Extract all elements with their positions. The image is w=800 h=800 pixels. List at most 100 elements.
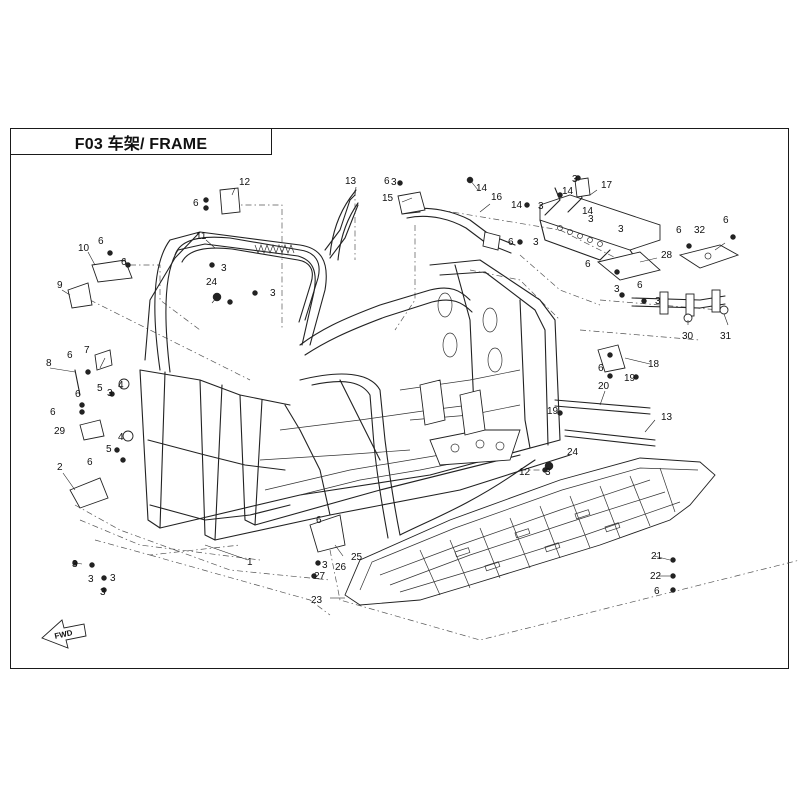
callout-26: 26: [335, 562, 347, 573]
callout-6: 6: [654, 586, 660, 597]
callout-8: 8: [46, 358, 52, 369]
callout-3: 3: [614, 284, 620, 295]
bracket-10: [91, 259, 133, 283]
callout-6: 6: [87, 457, 93, 468]
callout-24: 24: [567, 447, 579, 458]
callout-6: 6: [121, 257, 127, 268]
bracket-9: [67, 282, 93, 309]
callout-5: 5: [106, 444, 112, 455]
rear-lower-bars: [554, 399, 656, 447]
callout-28: 28: [661, 250, 673, 261]
callout-17: 17: [601, 180, 613, 191]
fwd-arrow: FWD: [41, 619, 87, 649]
callout-3: 3: [655, 296, 661, 307]
bracket-25: [309, 514, 346, 553]
callout-3: 3: [270, 288, 276, 299]
skid-plate-ribs: [379, 467, 681, 596]
callout-3: 3: [72, 559, 78, 570]
callout-15: 15: [382, 193, 394, 204]
callout-10: 10: [78, 243, 90, 254]
callout-3: 3: [572, 174, 578, 185]
bracket-18: [597, 344, 626, 373]
roll-bar-11: [174, 236, 320, 323]
callout-18: 18: [648, 359, 660, 370]
callout-19: 19: [624, 373, 636, 384]
fwd-label: FWD: [54, 628, 74, 641]
skid-plate-slots: [454, 509, 621, 572]
small-brackets: [67, 177, 591, 553]
callout-6: 6: [585, 259, 591, 270]
callout-1: 1: [247, 557, 253, 568]
callout-4: 4: [118, 432, 124, 443]
callout-3: 3: [100, 587, 106, 598]
callout-3: 3: [322, 560, 328, 571]
callout-6: 6: [67, 350, 73, 361]
cargo-bracket-17: [539, 184, 661, 266]
callout-3: 3: [538, 201, 544, 212]
callout-3: 3: [618, 224, 624, 235]
diagram-title: F03 车架/ FRAME: [74, 135, 208, 153]
callout-6: 6: [75, 389, 81, 400]
bracket-7: [94, 349, 113, 371]
callout-27: 27: [314, 571, 326, 582]
callout-5: 5: [97, 383, 103, 394]
callout-16: 16: [491, 192, 503, 203]
callout-3: 3: [545, 467, 551, 478]
callout-19: 19: [547, 406, 559, 417]
rubber-caps: [118, 378, 134, 442]
callout-6: 6: [598, 363, 604, 374]
callout-3: 3: [533, 237, 539, 248]
callout-21: 21: [651, 551, 663, 562]
callout-6: 6: [508, 237, 514, 248]
bracket-2: [69, 477, 109, 509]
callout-6: 6: [637, 280, 643, 291]
callout-4: 4: [118, 380, 124, 391]
callout-24: 24: [206, 277, 218, 288]
rear-cross-bar: [631, 289, 729, 323]
callout-14: 14: [582, 206, 594, 217]
callout-32: 32: [694, 225, 706, 236]
bracket-32: [678, 244, 740, 269]
callout-6: 6: [98, 236, 104, 247]
bracket-29: [79, 419, 105, 441]
callout-6: 6: [384, 176, 390, 187]
callout-11: 11: [196, 231, 207, 242]
callout-3: 3: [107, 388, 113, 399]
callout-7: 7: [84, 345, 90, 356]
callout-29: 29: [54, 426, 66, 437]
leader-lines: [49, 179, 729, 599]
callout-2: 2: [57, 462, 63, 473]
fasteners: [72, 175, 736, 593]
callout-12: 12: [239, 177, 251, 188]
callout-14: 14: [476, 183, 488, 194]
callout-6: 6: [193, 198, 199, 209]
callout-6: 6: [50, 407, 56, 418]
skid-plate-23: [344, 457, 716, 606]
coil-spring: [254, 244, 295, 254]
callout-25: 25: [351, 552, 363, 563]
callout-31: 31: [720, 331, 732, 342]
callout-13: 13: [345, 176, 357, 187]
callout-3: 3: [88, 574, 94, 585]
callout-23: 23: [311, 595, 323, 606]
callout-6: 6: [676, 225, 682, 236]
title-box: F03 车架/ FRAME: [10, 128, 272, 155]
callout-6: 6: [316, 515, 322, 526]
callout-9: 9: [57, 280, 63, 291]
callout-13: 13: [661, 412, 673, 423]
callout-3: 3: [221, 263, 227, 274]
bracket-12: [219, 187, 241, 215]
callout-6: 6: [723, 215, 729, 226]
plate-28: [597, 251, 661, 281]
callout-3: 3: [110, 573, 116, 584]
upper-bar-13: [329, 189, 359, 261]
callout-12: 12: [519, 467, 531, 478]
callout-22: 22: [650, 571, 662, 582]
bracket-holes: [557, 225, 603, 247]
callout-30: 30: [682, 331, 694, 342]
callout-14: 14: [562, 186, 574, 197]
callout-14: 14: [511, 200, 523, 211]
callout-labels: 1 2 3 3 3 3 3 3 3 3 3 3 3 3 3 3 3 3 3 4 …: [46, 174, 732, 606]
callout-3: 3: [391, 177, 397, 188]
